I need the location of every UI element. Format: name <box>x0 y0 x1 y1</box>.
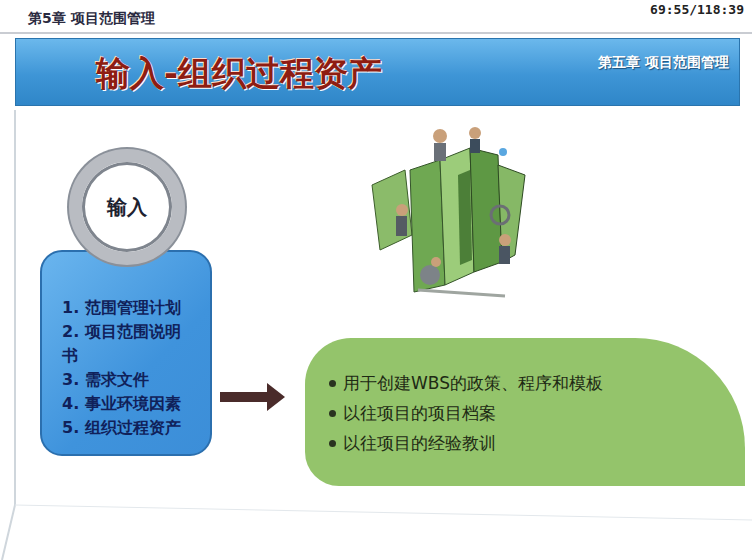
list-item: 3. 需求文件 <box>62 368 196 392</box>
list-item: 2. 项目范围说明书 <box>62 320 196 368</box>
flow-arrow <box>220 383 285 411</box>
header-rule <box>0 32 752 34</box>
title-banner: 输入-组织过程资产 第五章 项目范围管理 <box>15 38 740 106</box>
chapter-header: 第5章 项目范围管理 <box>28 10 155 28</box>
input-circle: 输入 <box>69 149 185 265</box>
video-timestamp: 69:55/118:39 <box>648 2 746 17</box>
bullet-item: 以往项目的项目档案 <box>329 398 721 428</box>
frame-line <box>15 505 752 520</box>
frame-line <box>2 110 15 560</box>
banner-subtitle: 第五章 项目范围管理 <box>598 54 729 72</box>
list-item: 1. 范围管理计划 <box>62 296 196 320</box>
banner-title: 输入-组织过程资产 <box>96 51 382 97</box>
list-item: 5. 组织过程资产 <box>62 416 196 440</box>
books-illustration <box>372 127 525 296</box>
input-list-box: 1. 范围管理计划2. 项目范围说明书3. 需求文件4. 事业环境因素5. 组织… <box>40 250 212 456</box>
list-item: 4. 事业环境因素 <box>62 392 196 416</box>
detail-box: 用于创建WBS的政策、程序和模板以往项目的项目档案以往项目的经验教训 <box>305 338 745 486</box>
circle-label: 输入 <box>107 194 147 221</box>
bullet-item: 以往项目的经验教训 <box>329 428 721 458</box>
bullet-item: 用于创建WBS的政策、程序和模板 <box>329 368 721 398</box>
